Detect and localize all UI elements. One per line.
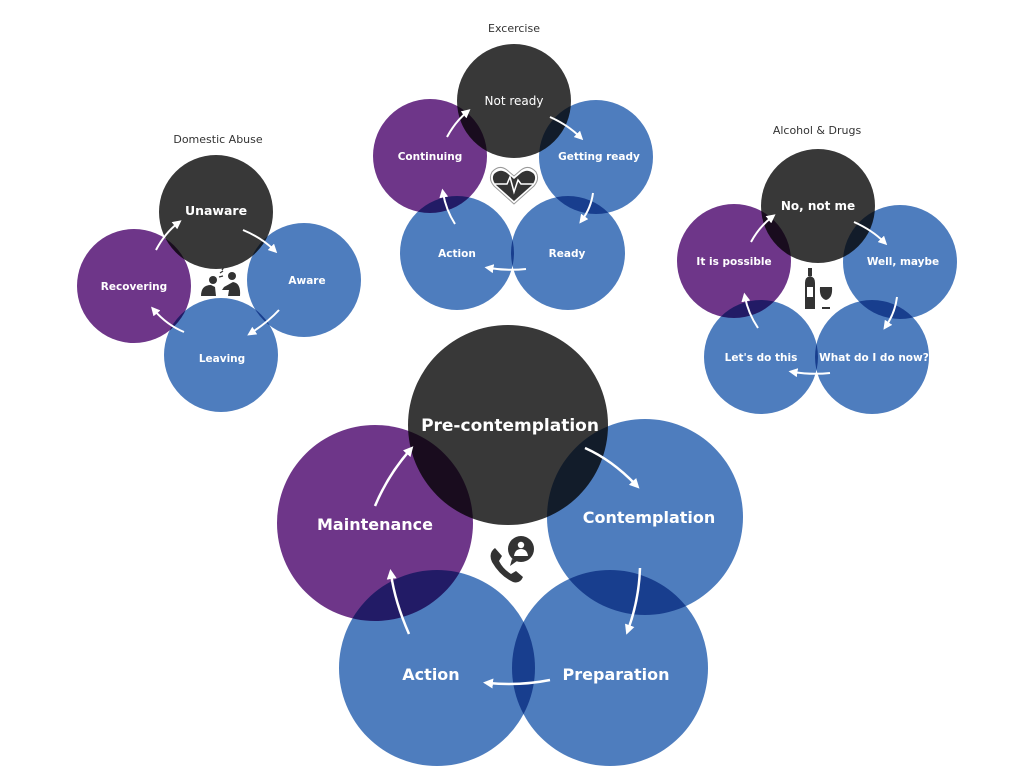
cycle-arrows [373, 446, 642, 689]
diagram-title: Alcohol & Drugs [773, 124, 862, 137]
arrow-icon [788, 368, 831, 378]
stage-circle-maintenance[interactable] [277, 425, 473, 621]
stage-label: Action [438, 248, 476, 260]
stage-label: Contemplation [583, 508, 716, 527]
diagram-title: Domestic Abuse [173, 133, 263, 146]
arrow-icon [439, 188, 456, 225]
stage-circle-no-not-me[interactable] [761, 149, 875, 263]
arrow-icon [584, 446, 640, 489]
stage-circle-preparation[interactable] [512, 570, 708, 766]
arrow-icon [386, 569, 411, 635]
stage-label: Unaware [185, 203, 247, 218]
stage-circle-recovering[interactable] [77, 229, 191, 343]
stage-label: Action [402, 665, 459, 684]
stage-label: No, not me [781, 199, 855, 213]
arrow-icon [151, 306, 185, 333]
arrow-icon [883, 296, 898, 330]
cycle-arrows [439, 109, 594, 274]
cycle-arrows [741, 214, 898, 378]
stage-circle-what-do-i-do-now[interactable] [815, 300, 929, 414]
arrow-icon [155, 220, 182, 251]
arrow-icon [247, 309, 280, 336]
stage-label: Let's do this [725, 352, 798, 364]
stage-circle-getting-ready[interactable] [539, 100, 653, 214]
cycle-arrows [151, 220, 280, 336]
diagram-main: Pre-contemplation Contemplation Preparat… [277, 325, 743, 766]
stage-label: Leaving [199, 353, 245, 365]
stage-circle-it-is-possible[interactable] [677, 204, 791, 318]
argument-people-icon [201, 266, 241, 296]
stage-circle-contemplation[interactable] [547, 419, 743, 615]
stage-circle-lets-do-this[interactable] [704, 300, 818, 414]
bottle-and-glass-icon [805, 268, 833, 309]
arrow-icon [483, 678, 551, 689]
stage-circle-unaware[interactable] [159, 155, 273, 269]
arrow-icon [446, 109, 471, 138]
arrow-icon [373, 446, 414, 507]
arrow-icon [741, 292, 759, 329]
diagram-domestic-abuse: Domestic Abuse Unaware Aware Leaving Rec… [77, 133, 361, 412]
stage-circle-well-maybe[interactable] [843, 205, 957, 319]
arrow-icon [484, 264, 527, 274]
arrow-icon [750, 214, 776, 243]
arrow-icon [549, 116, 584, 141]
stage-circle-leaving[interactable] [164, 298, 278, 412]
stage-label: Maintenance [317, 515, 433, 534]
arrow-icon [625, 567, 642, 635]
stage-label: Ready [549, 248, 586, 260]
stage-label: Not ready [485, 94, 544, 108]
stage-label: Continuing [398, 151, 463, 163]
stage-label: Recovering [101, 281, 167, 293]
stage-circle-not-ready[interactable] [457, 44, 571, 158]
stage-label: It is possible [696, 256, 771, 268]
diagram-alcohol-drugs: Alcohol & Drugs No, not me Well, maybe W… [677, 124, 957, 414]
diagram-title: Excercise [488, 22, 540, 35]
stage-label: Getting ready [558, 151, 640, 163]
stage-circle-action[interactable] [400, 196, 514, 310]
arrow-icon [579, 192, 594, 224]
stage-circle-continuing[interactable] [373, 99, 487, 213]
arrow-icon [853, 221, 888, 246]
stage-label: Well, maybe [867, 256, 939, 268]
stage-circle-ready[interactable] [511, 196, 625, 310]
arrow-icon [242, 229, 278, 254]
stage-label: Pre-contemplation [421, 416, 599, 436]
phone-support-icon [490, 536, 534, 583]
stage-label: Preparation [563, 665, 670, 684]
stage-label: What do I do now? [819, 352, 929, 364]
heartbeat-icon [489, 166, 539, 205]
diagram-exercise: Excercise Not ready Getting ready Ready … [373, 22, 653, 310]
stage-label: Aware [288, 275, 325, 287]
